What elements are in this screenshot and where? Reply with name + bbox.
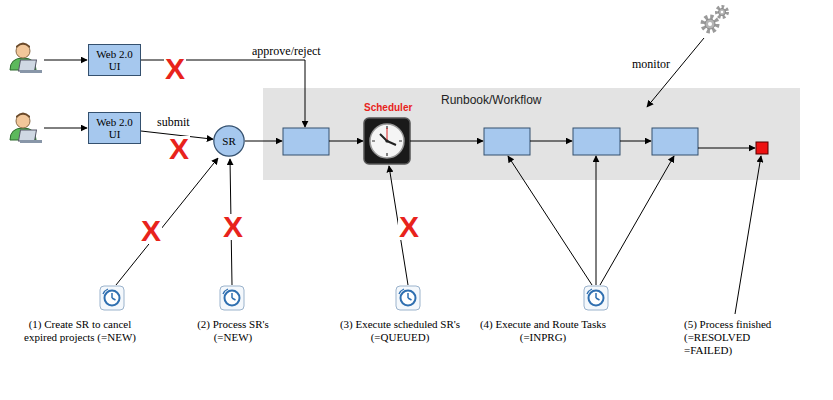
art-shape xyxy=(370,124,404,158)
ui-box: Web 2.0 UI xyxy=(88,112,141,144)
scheduler-label: Scheduler xyxy=(364,102,412,113)
scheduler-clock xyxy=(364,118,410,164)
user-icon xyxy=(10,113,42,144)
timer-icon xyxy=(396,286,420,310)
art-shape xyxy=(703,17,717,31)
trigger-arrow xyxy=(600,156,674,285)
workflow-band xyxy=(263,88,800,180)
art-shape xyxy=(380,134,396,145)
art-shape xyxy=(385,139,388,142)
step-caption: (1) Create SR to cancel expired projects… xyxy=(16,318,144,344)
gear-icon xyxy=(703,7,727,31)
timer-icon xyxy=(100,286,124,310)
end-marker xyxy=(756,142,768,154)
flow-arrow xyxy=(245,141,282,142)
timer-icon xyxy=(220,286,244,310)
cross-mark: X xyxy=(398,214,420,240)
node-text: Runbook/Workflow xyxy=(441,93,542,107)
user-icon xyxy=(10,43,42,74)
node-text: Web 2.0 UI xyxy=(91,116,138,140)
flow-arrow xyxy=(530,141,572,142)
task-box xyxy=(652,128,698,155)
art-shape xyxy=(721,11,724,14)
workflow-band: Runbook/Workflow xyxy=(263,88,800,180)
cross-mark: X xyxy=(168,136,190,162)
cross-mark: X xyxy=(164,56,186,82)
edge-label: approve/reject xyxy=(252,45,321,58)
cross-mark: X xyxy=(140,218,162,244)
art-shape xyxy=(705,19,715,29)
finish-arrow xyxy=(735,156,761,314)
flow-arrow xyxy=(620,141,651,142)
trigger-arrow xyxy=(596,156,597,285)
trigger-arrow xyxy=(508,156,592,285)
circle-shape xyxy=(214,126,244,156)
flow-arrow xyxy=(698,148,755,149)
art-shape xyxy=(719,9,726,16)
step-caption: (3) Execute scheduled SR's (=QUEUED) xyxy=(330,318,470,344)
monitor-label: monitor xyxy=(632,58,670,71)
ui-box: Web 2.0 UI xyxy=(88,44,141,76)
task-box xyxy=(283,128,329,155)
step-caption: (5) Process finished (=RESOLVED =FAILED) xyxy=(684,318,788,357)
cross-mark: X xyxy=(222,214,244,240)
trigger-arrow xyxy=(116,158,218,285)
flow-arrow xyxy=(329,141,363,142)
user-arrow xyxy=(44,60,87,61)
edge-label: submit xyxy=(156,116,191,129)
node-text: Web 2.0 UI xyxy=(91,48,138,72)
user-arrow xyxy=(44,128,87,129)
node-text: SR xyxy=(222,135,235,147)
flow-arrow xyxy=(410,141,483,142)
art-shape xyxy=(364,118,410,164)
task-box xyxy=(573,128,620,155)
monitor-arrow xyxy=(647,38,704,107)
art-shape xyxy=(372,126,402,156)
step-caption: (4) Execute and Route Tasks (=INPRG) xyxy=(470,318,616,344)
art-shape xyxy=(387,128,388,141)
step-caption: (2) Process SR's (=NEW) xyxy=(190,318,276,344)
request-circle: SR xyxy=(213,125,245,157)
task-box xyxy=(484,128,530,155)
art-shape xyxy=(717,7,727,17)
timer-icon xyxy=(584,286,608,310)
art-shape xyxy=(708,22,712,26)
